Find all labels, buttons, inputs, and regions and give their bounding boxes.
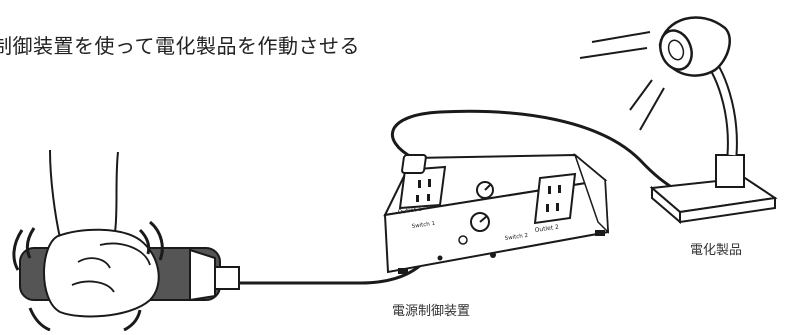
dial-icon — [470, 181, 494, 232]
appliance-label: 電化製品 — [690, 243, 743, 258]
controller-label: 電源制御装置 — [392, 304, 471, 319]
power-controller-icon: Outlet 1 Outlet 2 Switch 1 Sw — [383, 152, 610, 274]
outlet-icon — [533, 172, 577, 225]
motion-marks — [12, 220, 164, 332]
lamp-cable — [391, 109, 677, 192]
light-beam-icon — [579, 31, 665, 131]
outlet2-label: Outlet 2 — [534, 224, 559, 234]
outlet-icon — [398, 154, 447, 210]
outlet1-label: Outlet 1 — [397, 206, 422, 216]
desk-lamp-icon — [649, 16, 778, 225]
switch1-label: Switch 1 — [411, 221, 435, 230]
page-title: 制御装置を使って電化製品を作動させる — [0, 34, 360, 58]
switch2-label: Switch 2 — [504, 233, 528, 242]
hand-icon — [43, 149, 160, 318]
